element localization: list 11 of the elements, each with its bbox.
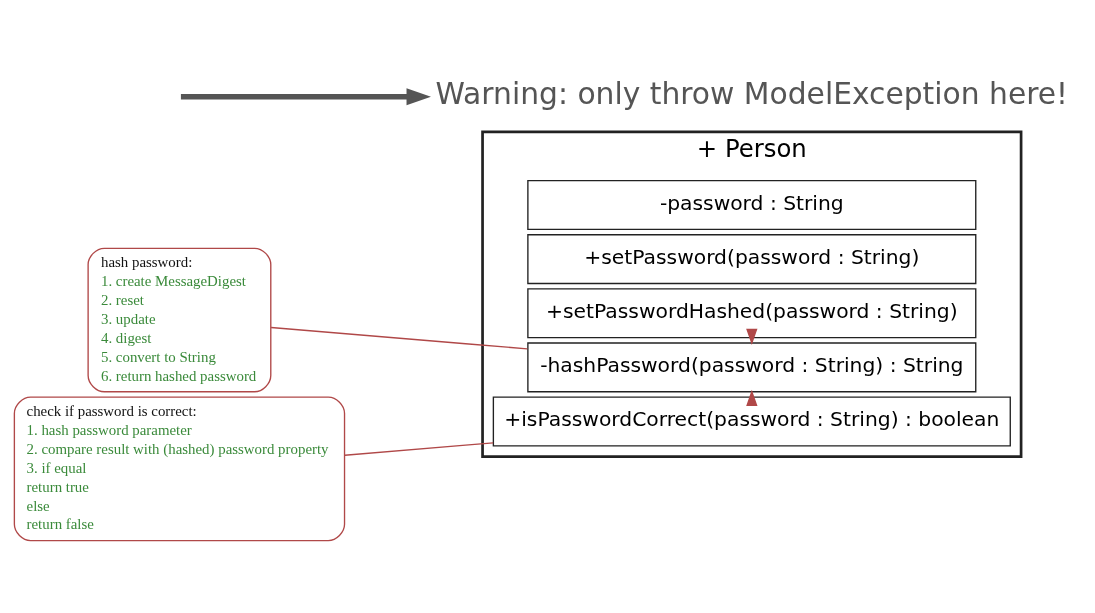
arrow: [180, 88, 431, 106]
node-text: Warning: only throw ModelException here!: [435, 76, 1069, 112]
arrow: [746, 328, 758, 345]
connector: [270, 326, 528, 350]
node-box: hash password: 1. create MessageDigest 2. reset 3. update 4. digest 5. convert to String 6. return hashed password: [87, 247, 272, 393]
arrow: [746, 389, 758, 407]
node-box: -password : String: [527, 180, 977, 231]
node-box: check if password is correct: 1. hash password parameter 2. compare result with (hashed) password property 3. if equal return true else return false: [13, 396, 346, 542]
connector: [344, 442, 494, 456]
node-box: -hashPassword(password : String) : String: [527, 342, 977, 393]
node-box: +setPassword(password : String): [527, 234, 977, 285]
